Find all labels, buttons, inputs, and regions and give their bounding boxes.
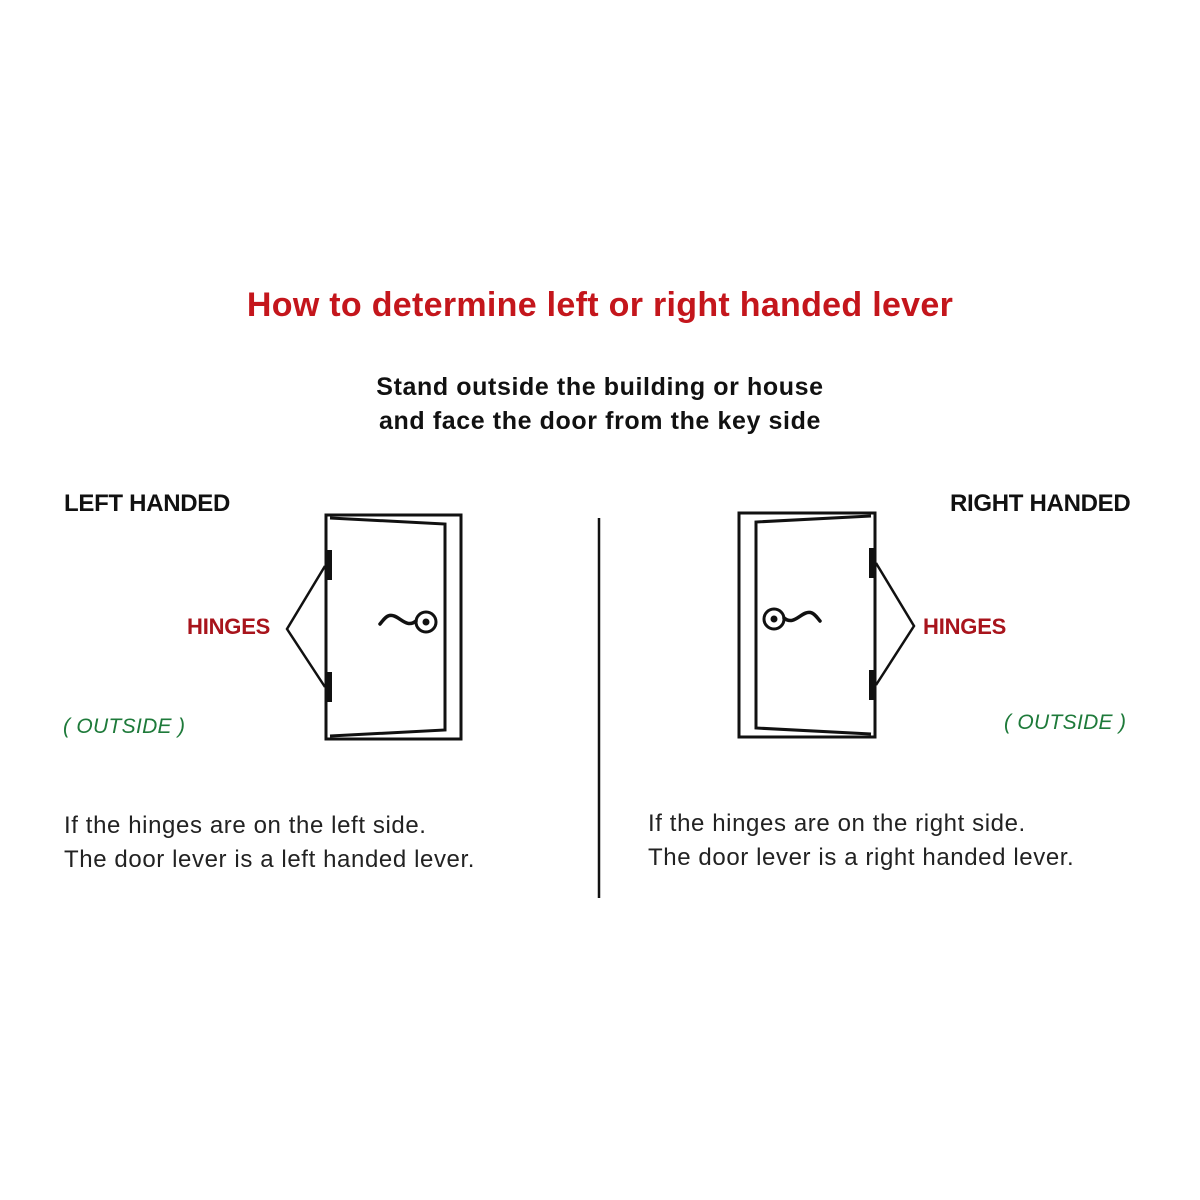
left-hinges-label: HINGES: [187, 614, 271, 639]
door-icon: [285, 513, 463, 741]
right-outside-label: ( OUTSIDE ): [1004, 711, 1127, 734]
right-hinge-pointer: [874, 562, 916, 686]
left-description-line-1: If the hinges are on the left side.: [64, 812, 427, 839]
left-door-leaf: [329, 516, 447, 738]
right-lever-arm: [782, 610, 822, 623]
right-description-line-2: The door lever is a right handed lever.: [648, 844, 1075, 871]
right-handed-heading: RIGHT HANDED: [950, 490, 1131, 517]
left-door-frame: [324, 513, 463, 741]
right-description-line-1: If the hinges are on the right side.: [648, 810, 1026, 837]
right-door-leaf: [754, 514, 872, 736]
right-door-frame: [737, 511, 877, 739]
instructions-line-1: Stand outside the building or house: [376, 373, 824, 401]
page-title: How to determine left or right handed le…: [246, 286, 954, 324]
left-handed-heading: LEFT HANDED: [64, 490, 231, 517]
left-lever-spindle: [422, 618, 430, 626]
right-description: If the hinges are on the right side. The…: [648, 807, 1074, 875]
door-icon: [737, 511, 916, 739]
right-lever-spindle: [770, 615, 778, 623]
left-description: If the hinges are on the left side. The …: [64, 809, 475, 877]
instructions: Stand outside the building or house and …: [0, 370, 1200, 438]
left-hinge-pointer: [285, 565, 327, 688]
left-lever-arm: [378, 613, 418, 626]
instructions-line-2: and face the door from the key side: [379, 407, 821, 435]
right-hinges-label: HINGES: [923, 614, 1007, 639]
left-description-line-2: The door lever is a left handed lever.: [64, 846, 476, 873]
left-outside-label: ( OUTSIDE ): [63, 715, 186, 738]
lever-handle-icon: [762, 607, 822, 631]
lever-handle-icon: [378, 610, 438, 634]
